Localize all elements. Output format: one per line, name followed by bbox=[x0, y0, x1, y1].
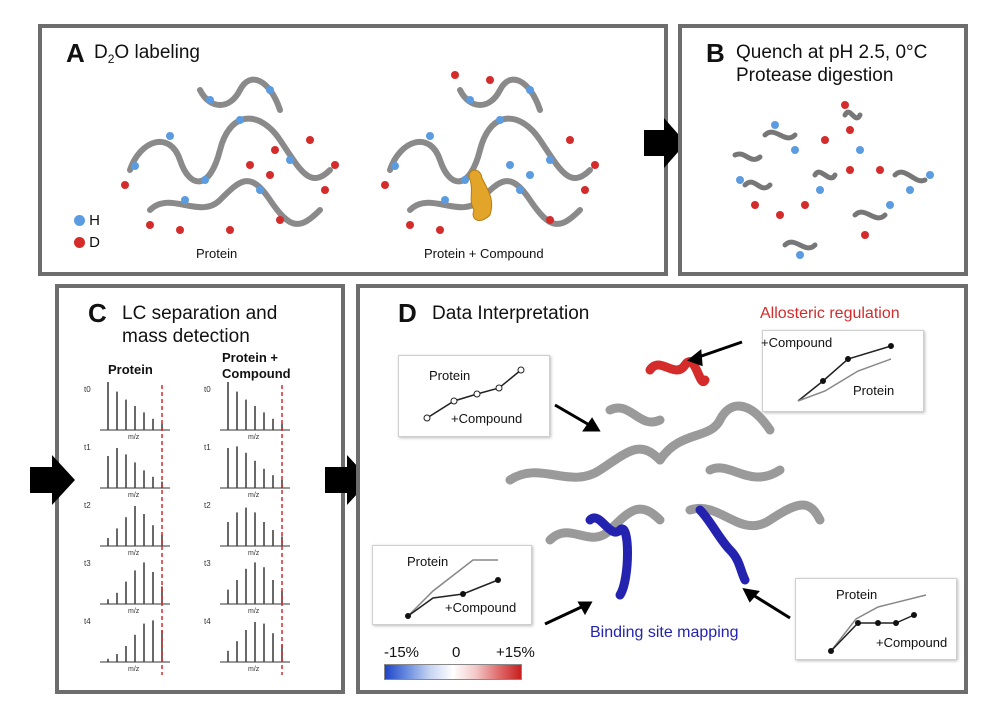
panel-c-title-1: LC separation and bbox=[122, 303, 278, 324]
legend-d-dot bbox=[74, 237, 85, 248]
spectrum-protein-mz-label: m/z bbox=[128, 608, 140, 615]
spectrum-protein-time-label: t1 bbox=[84, 443, 91, 452]
panel-c-title-2: mass detection bbox=[122, 326, 250, 347]
panel-b-label: B bbox=[706, 38, 725, 68]
allosteric-helix bbox=[645, 357, 710, 387]
legend-h: H bbox=[74, 212, 100, 229]
inset-tr-compound: +Compound bbox=[761, 335, 833, 350]
spectrum-protein-mz-label: m/z bbox=[128, 492, 140, 499]
scale-label-max: +15% bbox=[496, 644, 535, 661]
panel-a-title: D2O labeling bbox=[94, 42, 200, 66]
protein-structure-left bbox=[121, 76, 339, 234]
caption-protein-compound: Protein + Compound bbox=[424, 246, 544, 261]
spectrum-compound-mz-label: m/z bbox=[248, 666, 260, 673]
spectrum-protein-time-label: t4 bbox=[84, 617, 91, 626]
inset-bottom-right: Protein +Compound bbox=[795, 578, 957, 660]
color-scale-bar bbox=[384, 664, 522, 680]
col-protein-compound-2: Compound bbox=[222, 366, 291, 381]
spectrum-compound-time-label: t2 bbox=[204, 501, 211, 510]
mass-spectra: t0 m/z t1 m/z t2 m/z t3 m/z t4 m/z t0 m/z t1 m/z t2 m/z… bbox=[84, 382, 290, 675]
spectrum-protein-mz-label: m/z bbox=[128, 434, 140, 441]
inset-bottom-left: Protein +Compound bbox=[372, 545, 532, 625]
inset-br-protein: Protein bbox=[836, 587, 878, 602]
spectrum-compound-mz-label: m/z bbox=[248, 434, 260, 441]
inset-top-right: +Compound Protein bbox=[761, 330, 924, 412]
spectrum-protein-mz-label: m/z bbox=[128, 666, 140, 673]
panel-b-title-2: Protease digestion bbox=[736, 65, 894, 86]
protein-structure-right bbox=[381, 71, 599, 234]
binding-site-label: Binding site mapping bbox=[590, 624, 739, 641]
inset-tl-protein: Protein bbox=[429, 368, 471, 383]
inset-top-left-plot bbox=[423, 366, 525, 422]
spectrum-compound-mz-label: m/z bbox=[248, 608, 260, 615]
legend-d: D bbox=[74, 234, 100, 251]
spectrum-protein-time-label: t3 bbox=[84, 559, 91, 568]
inset-bottom-right-plot bbox=[828, 594, 927, 654]
protein-structure-complex bbox=[505, 357, 825, 600]
caption-protein: Protein bbox=[196, 246, 238, 261]
spectrum-compound-time-label: t1 bbox=[204, 443, 211, 452]
inset-bl-compound: +Compound bbox=[445, 600, 517, 615]
inset-tr-protein: Protein bbox=[853, 383, 895, 398]
peptide-fragments bbox=[732, 101, 934, 259]
spectrum-compound-time-label: t0 bbox=[204, 385, 211, 394]
spectrum-compound-time-label: t4 bbox=[204, 617, 211, 626]
binding-site-right bbox=[695, 505, 750, 585]
arrow-a-to-b bbox=[644, 118, 686, 168]
scale-label-mid: 0 bbox=[452, 644, 461, 661]
col-protein: Protein bbox=[108, 362, 153, 377]
arrow-c-to-d bbox=[325, 455, 370, 505]
spectrum-protein-mz-label: m/z bbox=[128, 550, 140, 557]
panel-b bbox=[678, 24, 968, 276]
inset-br-compound: +Compound bbox=[876, 635, 948, 650]
panel-b-title-1: Quench at pH 2.5, 0°C bbox=[736, 42, 928, 63]
inset-top-left: Protein +Compound bbox=[398, 355, 550, 437]
spectrum-compound-mz-label: m/z bbox=[248, 492, 260, 499]
legend-h-dot bbox=[74, 215, 85, 226]
panel-d-label: D bbox=[398, 298, 417, 328]
inset-bl-protein: Protein bbox=[407, 554, 449, 569]
allosteric-label: Allosteric regulation bbox=[760, 305, 900, 322]
panel-c-label: C bbox=[88, 298, 107, 328]
compound-shape bbox=[468, 169, 493, 221]
panel-d-title: Data Interpretation bbox=[432, 303, 590, 324]
spectrum-compound-time-label: t3 bbox=[204, 559, 211, 568]
spectrum-protein-time-label: t2 bbox=[84, 501, 91, 510]
arrow-into-c bbox=[30, 455, 75, 505]
col-protein-compound-1: Protein + bbox=[222, 350, 278, 365]
spectrum-compound-mz-label: m/z bbox=[248, 550, 260, 557]
scale-label-min: -15% bbox=[384, 644, 420, 661]
spectrum-protein-time-label: t0 bbox=[84, 385, 91, 394]
panel-a-label: A bbox=[66, 38, 85, 68]
inset-bottom-left-plot bbox=[405, 559, 501, 619]
inset-top-right-plot bbox=[797, 343, 894, 402]
binding-site-left bbox=[585, 513, 632, 600]
inset-tl-compound: +Compound bbox=[451, 411, 523, 426]
